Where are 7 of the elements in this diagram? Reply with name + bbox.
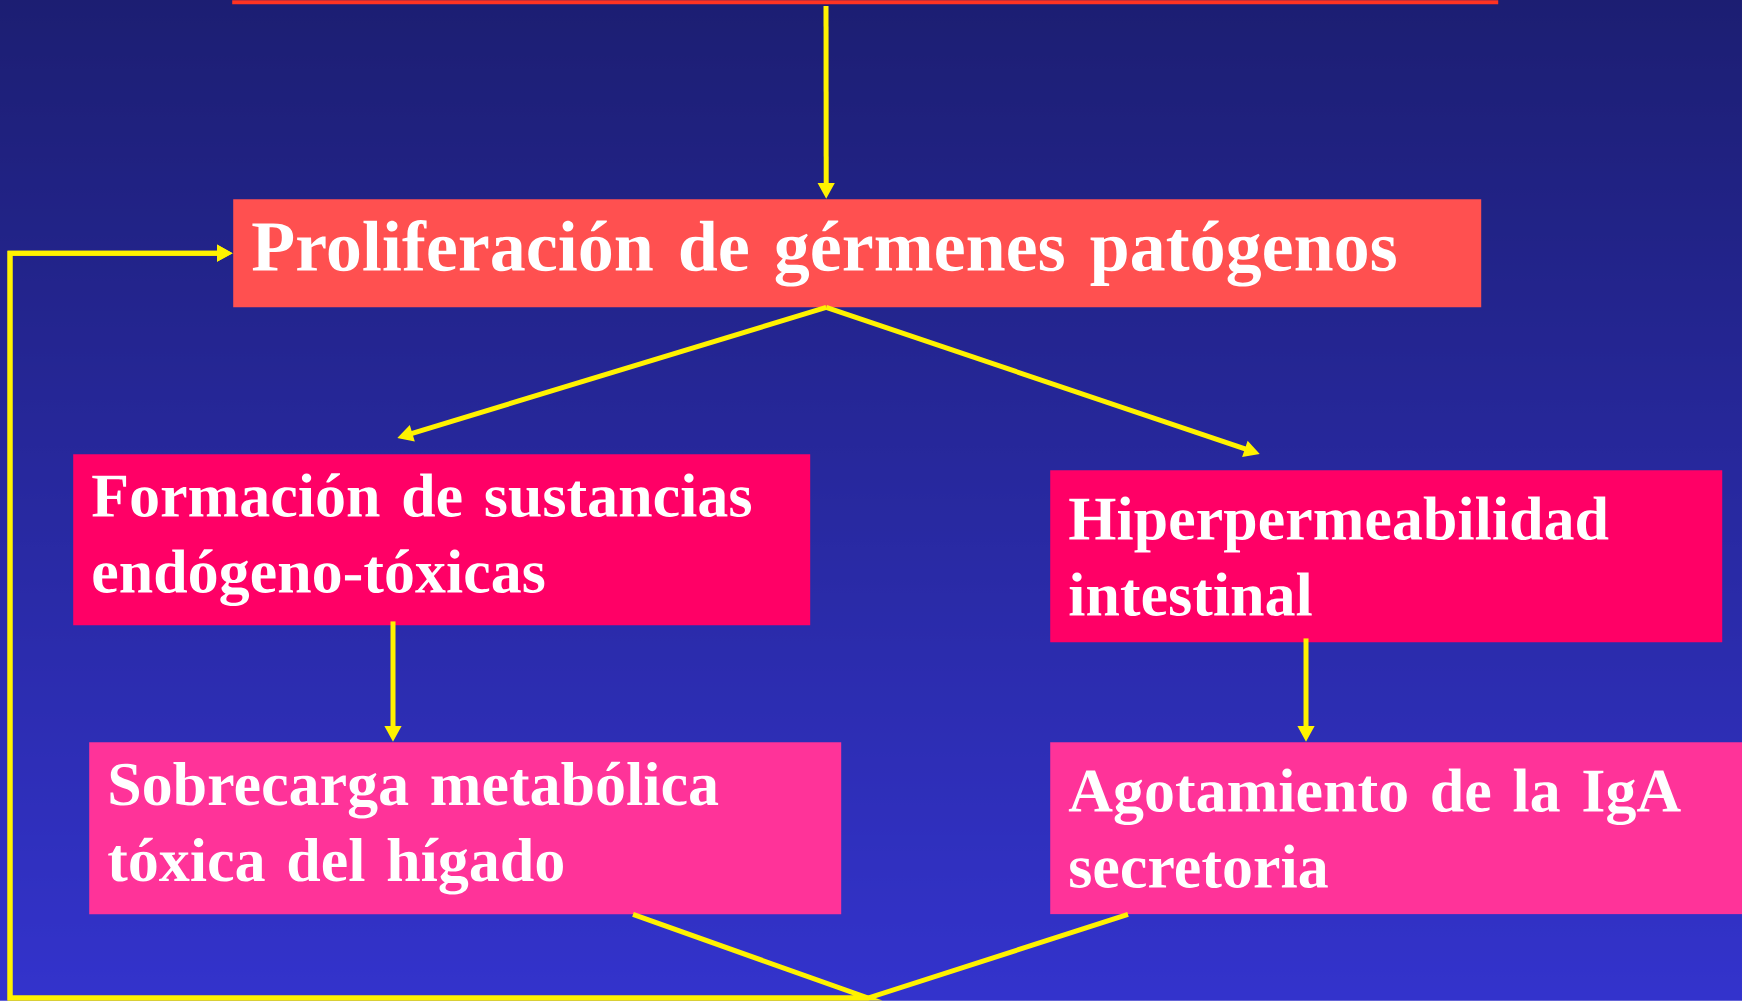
process-box: Sobrecarga metabólica tóxica del hígado [89, 742, 842, 915]
process-box: Agotamiento de la IgA secretoria [1050, 742, 1742, 915]
header-box [232, 0, 1499, 5]
arrow [7, 244, 1129, 1001]
process-box: Proliferación de gérmenes patógenos [233, 199, 1482, 308]
process-box: Hiperpermeabilidad intestinal [1050, 470, 1723, 643]
process-box: Formación de sustancias endógeno-tóxicas [73, 454, 811, 626]
